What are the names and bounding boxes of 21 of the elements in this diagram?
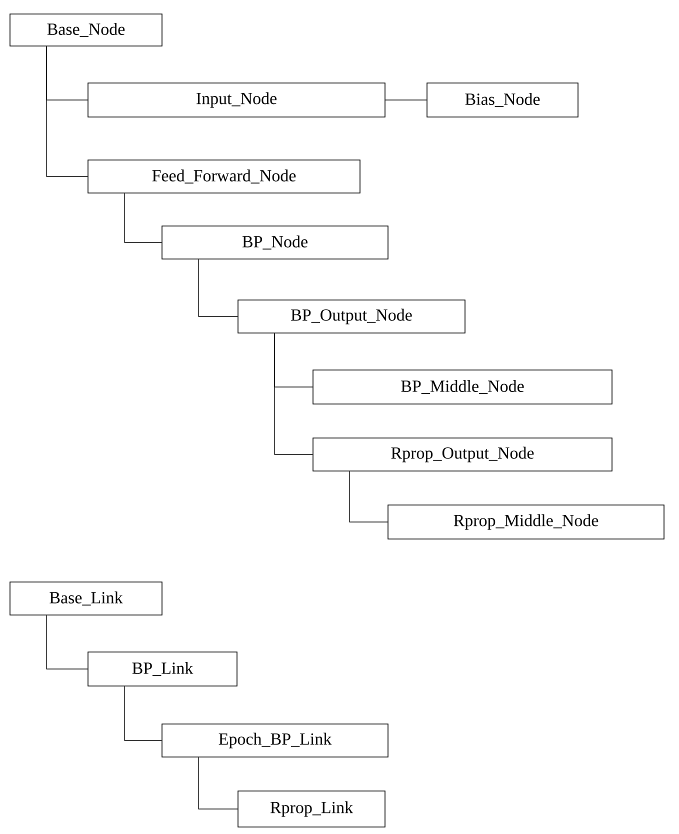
connector-line [349,471,388,522]
connector-line [124,193,162,243]
class-box: Rprop_Middle_Node [388,504,664,540]
connector-line [198,757,238,810]
connector-line [124,686,162,741]
class-box: Base_Link [10,582,162,616]
class-box: Base_Node [10,14,162,46]
class-box: BP_Link [88,652,238,686]
class-box: Epoch_BP_Link [162,724,388,758]
class-box: Input_Node [88,82,386,118]
connector-line [46,46,88,177]
class-box: Rprop_Output_Node [312,438,612,472]
class-box: BP_Middle_Node [312,370,612,404]
class-box: Feed_Forward_Node [88,160,360,194]
connector-line [274,333,313,455]
class-box: Bias_Node [426,82,578,118]
class-box: BP_Output_Node [238,300,466,334]
connector-line [198,259,238,317]
class-box: Rprop_Link [238,790,386,828]
connector-line [46,615,88,670]
class-box: BP_Node [162,226,388,260]
